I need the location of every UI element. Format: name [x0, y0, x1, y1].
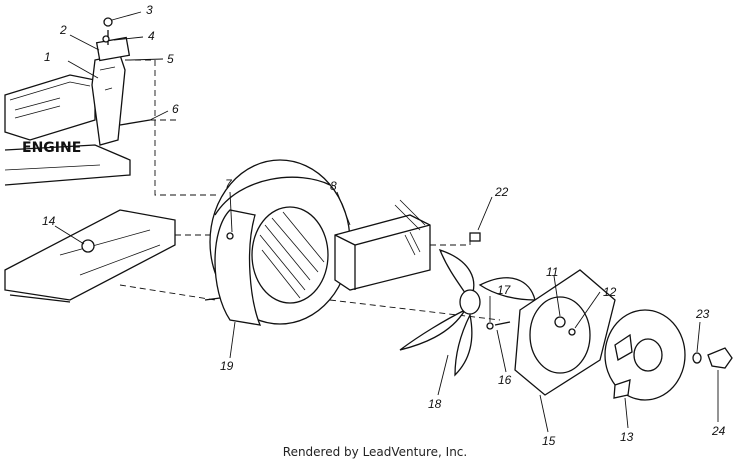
blower-housing [204, 159, 351, 326]
bolt [469, 232, 481, 242]
callout-3: 3 [146, 3, 153, 17]
alignment-line [125, 59, 220, 196]
knob [707, 347, 733, 369]
callout-12: 12 [603, 285, 617, 299]
callout-18: 18 [428, 397, 442, 411]
alignment-line [119, 284, 216, 301]
engine-outline [4, 74, 131, 186]
footer-credit: Rendered by LeadVenture, Inc. [282, 445, 468, 459]
callout-7: 7 [225, 177, 233, 191]
callout-8: 8 [330, 179, 337, 193]
callout-2: 2 [59, 23, 67, 37]
callout-17: 17 [497, 283, 512, 297]
callout-4: 4 [148, 29, 155, 43]
callout-22: 22 [494, 185, 509, 199]
base-plate [4, 209, 176, 303]
alignment-line [329, 299, 501, 321]
mounting-bracket [91, 17, 151, 146]
washer [692, 352, 702, 364]
cover-plate [486, 269, 616, 396]
blower-disc [604, 309, 686, 401]
callout-15: 15 [542, 434, 556, 448]
callout-14: 14 [42, 214, 56, 228]
callout-23: 23 [695, 307, 710, 321]
callout-5: 5 [167, 52, 174, 66]
callout-24: 24 [711, 424, 726, 438]
engine-label: ENGINE [22, 140, 81, 156]
discharge-chute [334, 199, 431, 291]
callout-19: 19 [220, 359, 234, 373]
callout-11: 11 [546, 265, 558, 279]
leader-lines [54, 11, 719, 433]
callout-13: 13 [620, 430, 634, 444]
impeller [399, 248, 536, 377]
callout-16: 16 [498, 373, 512, 387]
callout-1: 1 [44, 50, 51, 64]
callout-6: 6 [172, 102, 179, 116]
